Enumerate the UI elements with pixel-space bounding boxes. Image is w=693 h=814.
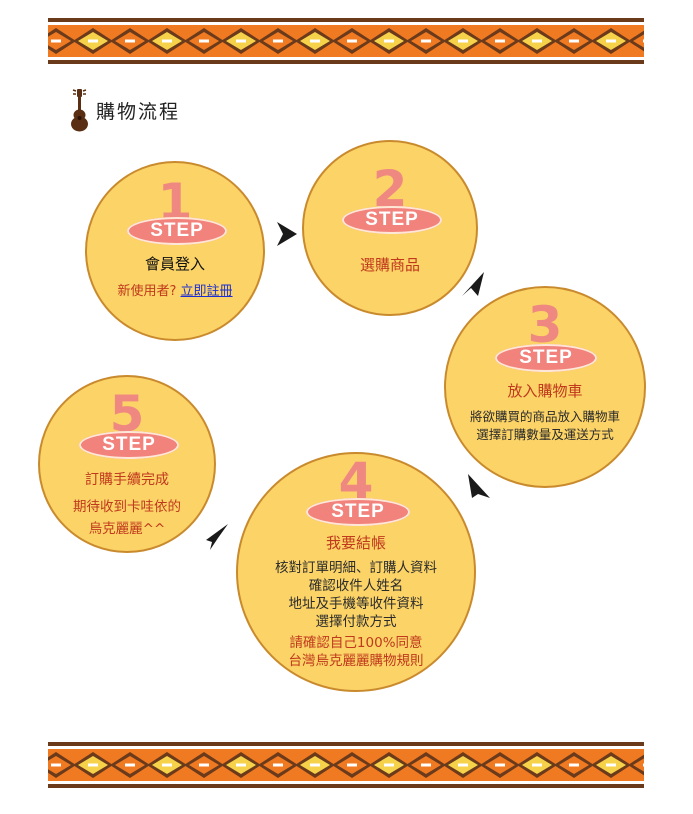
step-2-badge: STEP [342, 206, 442, 234]
bottom-decorative-border [48, 742, 644, 788]
register-link[interactable]: 立即註冊 [180, 284, 233, 299]
new-user-text: 新使用者? [117, 284, 177, 299]
step-4-line-1: 核對訂單明細、訂購人資料 [275, 560, 437, 576]
step-3-title: 放入購物車 [507, 382, 583, 400]
flow-arrow-icon [462, 272, 484, 296]
step-4-note-1: 請確認自己100%同意 [289, 635, 423, 651]
flow-arrow-icon [468, 474, 490, 498]
page-title: 購物流程 [96, 100, 181, 123]
page-header: 購物流程 [68, 88, 180, 132]
top-decorative-border [48, 18, 644, 64]
step-3-badge: STEP [495, 344, 597, 372]
step-1-badge: STEP [127, 217, 227, 245]
step-5-line-1: 期待收到卡哇依的 [73, 499, 181, 515]
step-3-line-2: 選擇訂購數量及運送方式 [476, 427, 614, 442]
flow-arrow-icon [277, 222, 297, 246]
step-3-number: 3 [527, 296, 563, 354]
step-1-circle: 1 STEP 會員登入 新使用者? 立即註冊 [85, 161, 265, 341]
step-3-line-1: 將欲購買的商品放入購物車 [469, 409, 620, 424]
step-4-badge: STEP [306, 498, 410, 526]
step-2-circle: 2 STEP 選購商品 [302, 140, 478, 316]
step-3-circle: 3 STEP 放入購物車 將欲購買的商品放入購物車 選擇訂購數量及運送方式 [444, 286, 646, 488]
step-4-title: 我要結帳 [325, 534, 386, 552]
step-4-number: 4 [338, 452, 374, 510]
step-4-note-2: 台灣烏克麗麗購物規則 [288, 653, 424, 669]
step-4-line-3: 地址及手機等收件資料 [288, 596, 424, 612]
step-4-line-2: 確認收件人姓名 [308, 578, 404, 594]
step-2-number: 2 [372, 160, 408, 218]
step-1-register-row: 新使用者? 立即註冊 [87, 280, 263, 299]
step-1-title: 會員登入 [144, 255, 205, 273]
step-5-number: 5 [109, 385, 145, 443]
step-4-line-4: 選擇付款方式 [315, 614, 397, 630]
flow-arrow-icon [206, 524, 228, 550]
step-5-title: 訂購手續完成 [85, 472, 169, 488]
step-2-title: 選購商品 [359, 256, 420, 274]
step-5-badge: STEP [79, 431, 179, 459]
step-4-circle: 4 STEP 我要結帳 核對訂單明細、訂購人資料 確認收件人姓名 地址及手機等收… [236, 452, 476, 692]
step-5-line-2: 烏克麗麗^^ [88, 521, 166, 537]
step-5-circle: 5 STEP 訂購手續完成 期待收到卡哇依的 烏克麗麗^^ [38, 375, 216, 553]
ukulele-icon [71, 89, 88, 132]
